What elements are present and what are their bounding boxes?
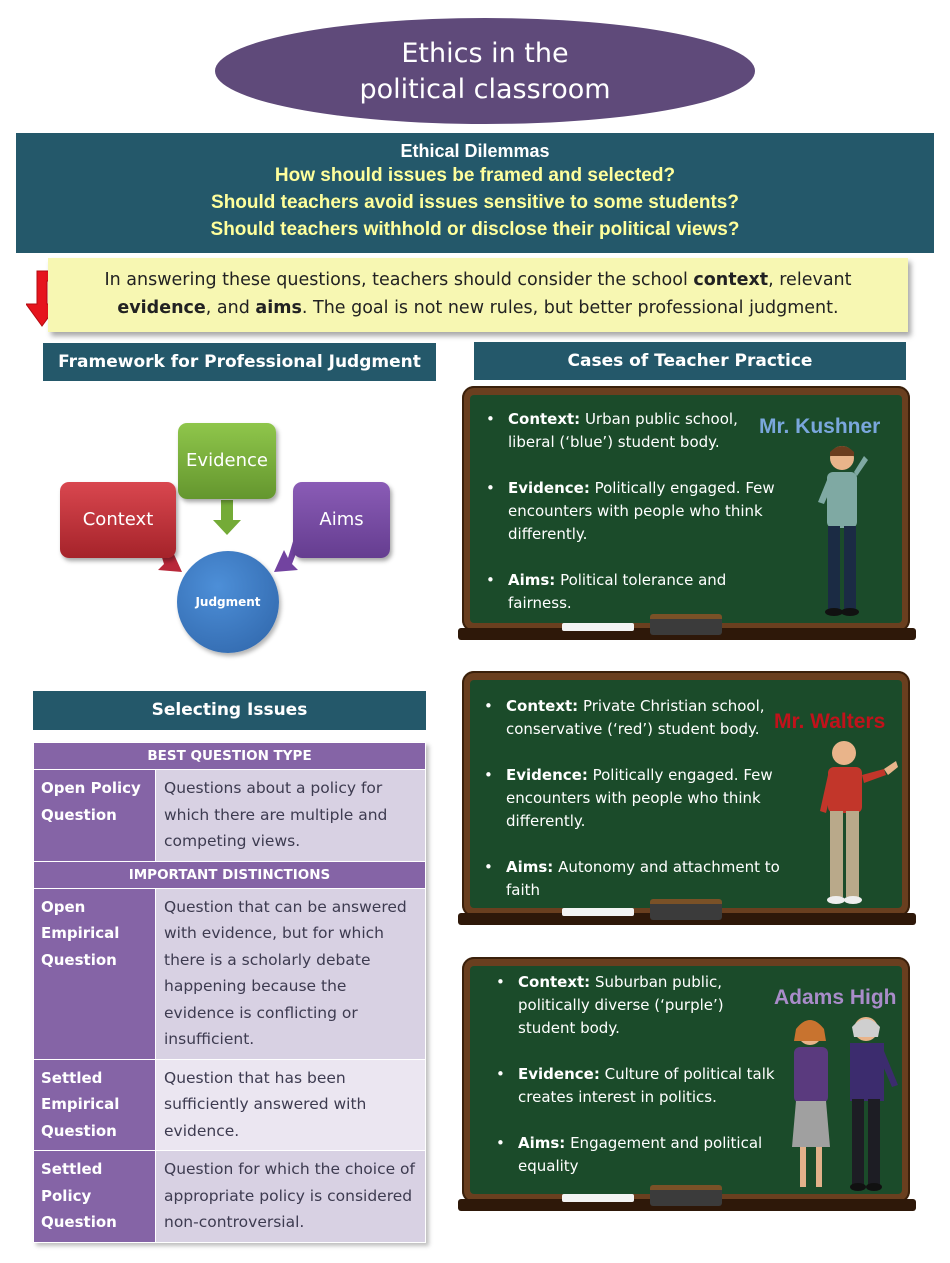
framework-evidence-box: Evidence (178, 423, 276, 499)
list-item: Context: Suburban public, politically di… (494, 971, 784, 1040)
list-item: Context: Urban public school, liberal (‘… (484, 408, 784, 454)
teacher-name: Mr. Kushner (759, 415, 881, 438)
table-row: Open Policy Question Questions about a p… (33, 769, 426, 862)
selecting-issues-heading: Selecting Issues (33, 691, 426, 730)
list-item: Aims: Autonomy and attachment to faith (482, 856, 782, 902)
row-label: Settled Policy Question (33, 1150, 156, 1243)
important-distinctions-header: IMPORTANT DISTINCTIONS (33, 860, 426, 889)
list-item: Evidence: Politically engaged. Few encou… (482, 764, 782, 833)
note-keyword-context: context (693, 270, 769, 290)
page-title: Ethics in the political classroom (215, 18, 755, 124)
dilemmas-banner: Ethical Dilemmas How should issues be fr… (16, 133, 934, 253)
chalkboard-kushner: Context: Urban public school, liberal (‘… (458, 386, 916, 650)
row-description: Question for which the choice of appropr… (155, 1150, 426, 1243)
teachers-figure-icon (792, 1017, 898, 1191)
list-item: Aims: Engagement and political equality (494, 1132, 784, 1178)
list-item: Evidence: Politically engaged. Few encou… (484, 477, 784, 546)
row-description: Question that can be answered with evide… (155, 887, 426, 1060)
chalk-icon (562, 908, 634, 916)
eraser-icon (650, 1185, 722, 1206)
title-line-2: political classroom (359, 74, 611, 105)
chalkboard-adams-high: Context: Suburban public, politically di… (458, 957, 916, 1221)
dilemma-question: Should teachers avoid issues sensitive t… (211, 192, 739, 213)
chalk-icon (562, 623, 634, 631)
teacher-figure-icon (820, 741, 898, 904)
title-line-1: Ethics in the (401, 38, 569, 69)
framework-context-box: Context (60, 482, 176, 558)
dilemmas-heading: Ethical Dilemmas (400, 141, 550, 161)
best-question-type-header: BEST QUESTION TYPE (33, 742, 426, 770)
dilemma-question: How should issues be framed and selected… (274, 165, 676, 186)
case-bullets: Context: Private Christian school, conse… (482, 695, 782, 925)
framework-heading: Framework for Professional Judgment (43, 343, 436, 381)
chalkboard-walters: Context: Private Christian school, conse… (458, 671, 916, 935)
note-text: , relevant (768, 270, 852, 290)
teacher-name: Mr. Walters (774, 710, 886, 733)
row-description: Questions about a policy for which there… (155, 769, 426, 862)
note-text: In answering these questions, teachers s… (104, 270, 694, 290)
chalk-icon (562, 1194, 634, 1202)
row-label: Open Empirical Question (33, 887, 156, 1060)
note-keyword-evidence: evidence (117, 298, 206, 318)
row-label: Settled Empirical Question (33, 1058, 156, 1151)
case-bullets: Context: Urban public school, liberal (‘… (484, 408, 784, 638)
note-text: . The goal is not new rules, but better … (301, 298, 839, 318)
note-box: In answering these questions, teachers s… (48, 258, 908, 332)
table-row: Open Empirical Question Question that ca… (33, 887, 426, 1060)
table-row: Settled Policy Question Question for whi… (33, 1150, 426, 1243)
list-item: Context: Private Christian school, conse… (482, 695, 782, 741)
list-item: Evidence: Culture of political talk crea… (494, 1063, 784, 1109)
note-text: , and (205, 298, 256, 318)
table-row: IMPORTANT DISTINCTIONS (33, 860, 426, 889)
eraser-icon (650, 614, 722, 635)
row-description: Question that has been sufficiently answ… (155, 1058, 426, 1151)
row-label: Open Policy Question (33, 769, 156, 862)
school-name: Adams High (774, 986, 897, 1009)
framework-aims-box: Aims (293, 482, 390, 558)
table-row: BEST QUESTION TYPE (33, 742, 426, 770)
issues-table: BEST QUESTION TYPE Open Policy Question … (33, 742, 426, 1243)
cases-heading: Cases of Teacher Practice (474, 342, 906, 380)
case-bullets: Context: Suburban public, politically di… (494, 971, 784, 1201)
table-row: Settled Empirical Question Question that… (33, 1058, 426, 1151)
teacher-figure-icon (818, 446, 868, 616)
framework-judgment-circle: Judgment (177, 551, 279, 653)
note-keyword-aims: aims (255, 298, 302, 318)
list-item: Aims: Political tolerance and fairness. (484, 569, 784, 615)
dilemma-question: Should teachers withhold or disclose the… (210, 219, 740, 240)
